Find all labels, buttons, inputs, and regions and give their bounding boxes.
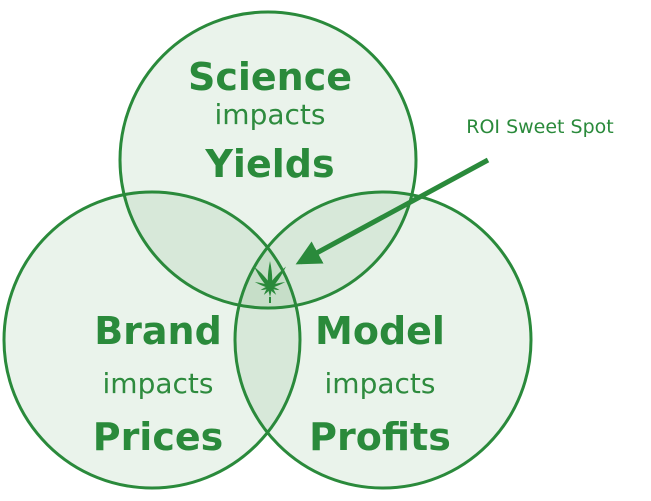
sweet-spot-label: ROI Sweet Spot [466, 116, 614, 138]
cannabis-leaf-icon [253, 261, 287, 303]
science-title: Science [187, 55, 353, 99]
sweet-spot-arrow [295, 157, 490, 265]
model-title: Model [315, 309, 445, 353]
model-circle [233, 190, 533, 490]
brand-circle [2, 190, 302, 490]
brand-verb: impacts [102, 367, 214, 400]
brand-title: Brand [94, 309, 222, 353]
science-object: Yields [205, 142, 335, 186]
model-object: Profits [309, 415, 451, 459]
science-verb: impacts [214, 98, 326, 131]
brand-object: Prices [92, 415, 224, 459]
science-circle [118, 10, 418, 310]
model-verb: impacts [324, 367, 436, 400]
